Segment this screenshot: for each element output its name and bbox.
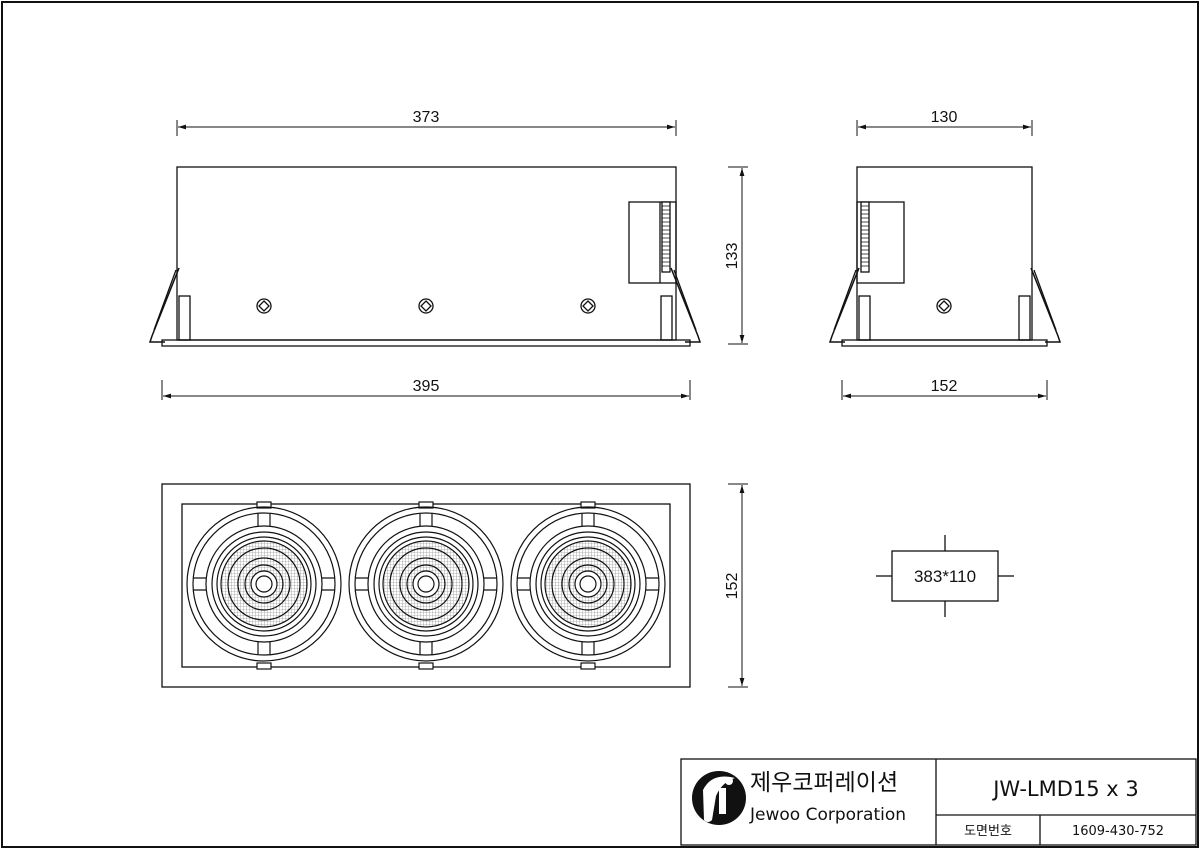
model-number: JW-LMD15 x 3 — [991, 777, 1139, 801]
company-name-english: Jewoo Corporation — [749, 805, 906, 825]
front-trim — [161, 339, 691, 347]
side-right-clip — [1030, 267, 1062, 343]
front-view — [148, 166, 702, 347]
dim-plan-height-label: 152 — [724, 573, 741, 600]
side-right-post — [1018, 295, 1031, 341]
front-screw-2 — [418, 298, 434, 314]
dim-side-overall-width-label: 152 — [931, 378, 958, 395]
dim-front-width-label: 373 — [413, 109, 440, 126]
side-junction-box — [856, 201, 905, 284]
dim-side-width — [856, 120, 1033, 136]
lamp-module-2 — [348, 501, 504, 670]
front-right-clip — [670, 267, 702, 343]
front-left-post — [178, 295, 191, 341]
cutout-symbol — [876, 535, 1014, 617]
front-left-clip — [148, 267, 180, 343]
front-right-post — [660, 295, 673, 341]
lamp-module-3 — [510, 501, 666, 670]
dim-front-width — [176, 120, 677, 136]
drawing-number-label: 도면번호 — [964, 824, 1012, 839]
dim-plan-height — [728, 483, 748, 688]
dim-side-overall-width — [841, 380, 1048, 400]
front-junction-box — [628, 201, 677, 284]
dim-front-height-label: 133 — [724, 243, 741, 270]
dim-side-width-label: 130 — [931, 109, 958, 126]
dim-front-height — [728, 166, 748, 345]
title-block — [680, 758, 1197, 846]
front-screw-3 — [580, 298, 596, 314]
side-left-post — [858, 295, 871, 341]
front-screw-1 — [256, 298, 272, 314]
jewoo-logo-icon — [692, 771, 746, 825]
front-housing — [176, 166, 677, 341]
side-trim — [841, 339, 1048, 347]
lamp-module-1 — [186, 501, 342, 670]
cutout-size-label: 383*110 — [914, 567, 976, 586]
side-housing — [856, 166, 1033, 341]
side-screw — [936, 298, 952, 314]
side-left-clip — [828, 267, 860, 343]
dim-front-overall-width — [161, 380, 691, 400]
side-view — [828, 166, 1062, 347]
dim-front-overall-width-label: 395 — [413, 378, 440, 395]
company-name-korean: 제우코퍼레이션 — [750, 770, 898, 796]
plan-outer-trim — [161, 483, 691, 688]
drawing-number: 1609-430-752 — [1072, 824, 1164, 839]
